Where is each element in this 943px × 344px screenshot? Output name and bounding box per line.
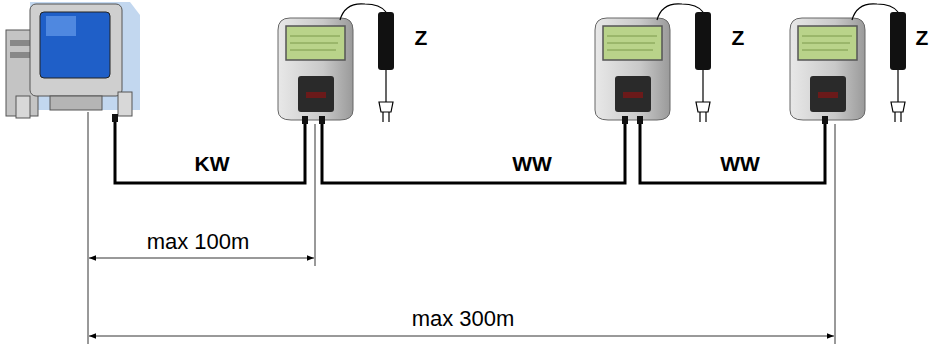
cable-label: KW (192, 152, 233, 175)
power-adapter (890, 12, 906, 122)
dimension-label: max 300m (409, 307, 518, 331)
power-lead (340, 4, 898, 20)
reader (790, 18, 865, 120)
computer (6, 2, 140, 118)
power-label: Z (412, 26, 431, 49)
reader (595, 18, 670, 120)
dimension-label: max 100m (144, 230, 253, 254)
power-label: Z (729, 26, 748, 49)
power-label: Z (913, 26, 932, 49)
connector (112, 114, 828, 124)
power-adapter (695, 12, 711, 122)
reader (278, 18, 353, 120)
cable (115, 122, 825, 183)
cable-label: WW (509, 152, 555, 175)
power-adapter (378, 12, 394, 122)
dimension-line (88, 112, 835, 344)
cable-label: WW (717, 152, 763, 175)
